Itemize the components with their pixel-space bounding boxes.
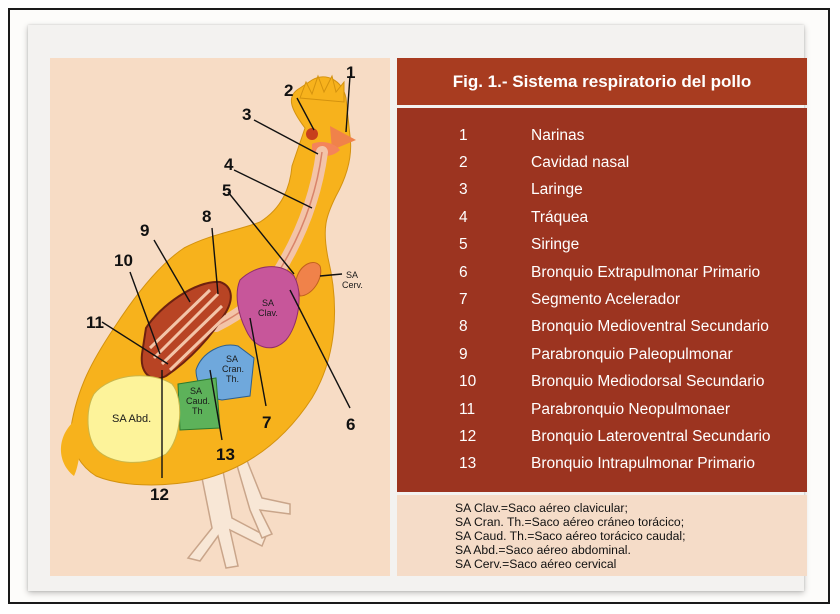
legend-number: 11 (397, 401, 517, 419)
abbreviation-line: SA Abd.=Saco aéreo abdominal. (455, 543, 807, 557)
legend-number: 6 (397, 264, 517, 282)
legend-item: 3Laringe (397, 177, 807, 204)
legend-item: 13Bronquio Intrapulmonar Primario (397, 451, 807, 478)
sac-label-clav-1: SA (262, 298, 274, 308)
legend-number: 9 (397, 346, 517, 364)
legend-number: 1 (397, 127, 517, 145)
legend-number: 8 (397, 318, 517, 336)
callout-8: 8 (202, 207, 211, 226)
sac-label-caud-1: SA (190, 386, 202, 396)
abbreviation-line: SA Cran. Th.=Saco aéreo cráneo torácico; (455, 515, 807, 529)
legend-number: 13 (397, 455, 517, 473)
legend-item: 2Cavidad nasal (397, 149, 807, 176)
callout-12: 12 (150, 485, 169, 504)
callout-1: 1 (346, 63, 355, 82)
abbreviation-line: SA Caud. Th.=Saco aéreo torácico caudal; (455, 529, 807, 543)
callout-7: 7 (262, 413, 271, 432)
callout-4: 4 (224, 155, 234, 174)
figure-title: Fig. 1.- Sistema respiratorio del pollo (397, 58, 807, 105)
legend-label: Cavidad nasal (517, 154, 629, 172)
legend-number: 10 (397, 373, 517, 391)
legend-label: Bronquio Medioventral Secundario (517, 318, 769, 336)
sac-label-abd: SA Abd. (112, 413, 151, 425)
legend-label: Tráquea (517, 209, 588, 227)
sac-label-caud-2: Caud. (186, 396, 210, 406)
legend-label: Bronquio Extrapulmonar Primario (517, 264, 760, 282)
abbreviation-line: SA Clav.=Saco aéreo clavicular; (455, 501, 807, 515)
legend-label: Segmento Acelerador (517, 291, 680, 309)
legend-item: 4Tráquea (397, 204, 807, 231)
sac-label-caud-3: Th (192, 406, 203, 416)
sac-label-cran-3: Th. (226, 374, 239, 384)
callout-11: 11 (86, 313, 104, 332)
sac-label-clav-2: Clav. (258, 308, 278, 318)
abbreviations-panel: SA Clav.=Saco aéreo clavicular;SA Cran. … (397, 495, 807, 576)
chicken-illustration: 1 2 3 4 5 6 7 8 9 10 11 12 13 SA Cerv. S… (50, 58, 390, 576)
chicken-eye (306, 128, 318, 140)
callout-10: 10 (114, 251, 133, 270)
legend-item: 11Parabronquio Neopulmonaer (397, 396, 807, 423)
legend-label: Parabronquio Paleopulmonar (517, 346, 733, 364)
respiratory-diagram: 1 2 3 4 5 6 7 8 9 10 11 12 13 SA Cerv. S… (50, 58, 390, 576)
legend-number: 7 (397, 291, 517, 309)
legend-number: 5 (397, 236, 517, 254)
legend-item: 9Parabronquio Paleopulmonar (397, 341, 807, 368)
legend-item: 10Bronquio Mediodorsal Secundario (397, 369, 807, 396)
legend-label: Parabronquio Neopulmonaer (517, 401, 730, 419)
abbreviation-line: SA Cerv.=Saco aéreo cervical (455, 557, 807, 571)
sac-label-cerv-1: SA (346, 270, 358, 280)
legend-number: 3 (397, 181, 517, 199)
sac-label-cran-2: Cran. (222, 364, 244, 374)
legend-label: Siringe (517, 236, 579, 254)
callout-2: 2 (284, 81, 293, 100)
legend-item: 5Siringe (397, 232, 807, 259)
callout-13: 13 (216, 445, 235, 464)
callout-3: 3 (242, 105, 251, 124)
callout-9: 9 (140, 221, 149, 240)
legend-label: Bronquio Mediodorsal Secundario (517, 373, 765, 391)
legend-label: Bronquio Lateroventral Secundario (517, 428, 771, 446)
legend-number: 12 (397, 428, 517, 446)
legend-number: 2 (397, 154, 517, 172)
legend-panel: 1Narinas2Cavidad nasal3Laringe4Tráquea5S… (397, 108, 807, 492)
legend-number: 4 (397, 209, 517, 227)
legend-label: Narinas (517, 127, 584, 145)
legend-item: 12Bronquio Lateroventral Secundario (397, 423, 807, 450)
callout-5: 5 (222, 181, 231, 200)
legend-item: 7Segmento Acelerador (397, 286, 807, 313)
legend-label: Bronquio Intrapulmonar Primario (517, 455, 755, 473)
callout-6: 6 (346, 415, 355, 434)
legend-label: Laringe (517, 181, 583, 199)
legend-item: 8Bronquio Medioventral Secundario (397, 314, 807, 341)
sac-label-cerv-2: Cerv. (342, 280, 363, 290)
legend-item: 1Narinas (397, 122, 807, 149)
sac-label-cran-1: SA (226, 354, 238, 364)
legend-item: 6Bronquio Extrapulmonar Primario (397, 259, 807, 286)
